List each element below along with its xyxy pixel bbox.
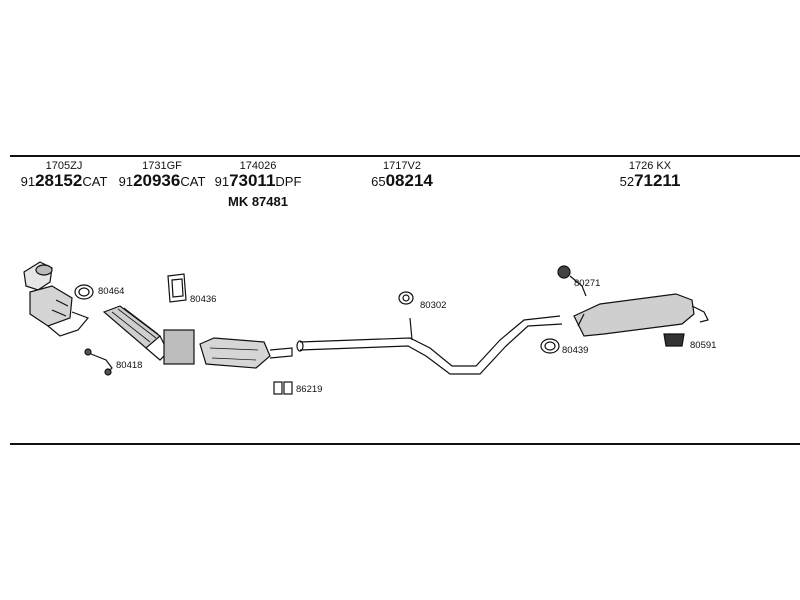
clamp-86219-drawing <box>273 381 293 395</box>
clamp-80464-drawing <box>74 284 94 300</box>
callout-label: 80271 <box>574 278 601 289</box>
part-header-3: 174026 9173011DPF <box>208 160 308 191</box>
callout-label: 80464 <box>98 286 125 297</box>
part-header-5: 1726 KX 5271211 <box>600 160 700 191</box>
callout-label: 80591 <box>690 340 717 351</box>
part-header-1: 1705ZJ 9128152CAT <box>14 160 114 191</box>
bottom-rule <box>10 443 800 445</box>
rear-muffler-drawing <box>573 293 709 337</box>
part-number: 9120936CAT <box>118 171 206 190</box>
dpf-drawing <box>163 329 293 369</box>
callout-label: 80418 <box>116 360 143 371</box>
oem-code: 1705ZJ <box>45 160 83 172</box>
oem-code: 1726 KX <box>628 160 672 172</box>
oem-code: 174026 <box>239 160 277 172</box>
part-header-4: 1717V2 6508214 <box>352 160 452 191</box>
part-number: 5271211 <box>619 171 681 190</box>
catalyst-part-drawing <box>23 261 90 337</box>
clamp-80439-drawing <box>540 338 560 354</box>
part-number: 9128152CAT <box>20 171 108 190</box>
part-header-2: 1731GF 9120936CAT <box>112 160 212 191</box>
oem-code: 1731GF <box>142 160 182 172</box>
callout-label: 80439 <box>562 345 589 356</box>
part-number: 9173011DPF <box>214 171 302 190</box>
part-number: 6508214 <box>371 171 433 190</box>
flex-pipe-drawing <box>102 305 169 361</box>
callout-label: 80302 <box>420 300 447 311</box>
mk-label: MK 87481 <box>228 194 288 209</box>
hanger-80302-drawing <box>398 291 414 305</box>
bracket-80418-drawing <box>84 348 113 376</box>
oem-code: 1717V2 <box>383 160 421 172</box>
callout-label: 86219 <box>296 384 323 395</box>
callout-label: 80436 <box>190 294 217 305</box>
mount-80591-drawing <box>663 333 685 347</box>
hanger-80271-drawing <box>557 265 587 297</box>
gasket-80436-drawing <box>167 273 187 303</box>
top-rule <box>10 155 800 157</box>
middle-pipe-drawing <box>296 315 563 375</box>
